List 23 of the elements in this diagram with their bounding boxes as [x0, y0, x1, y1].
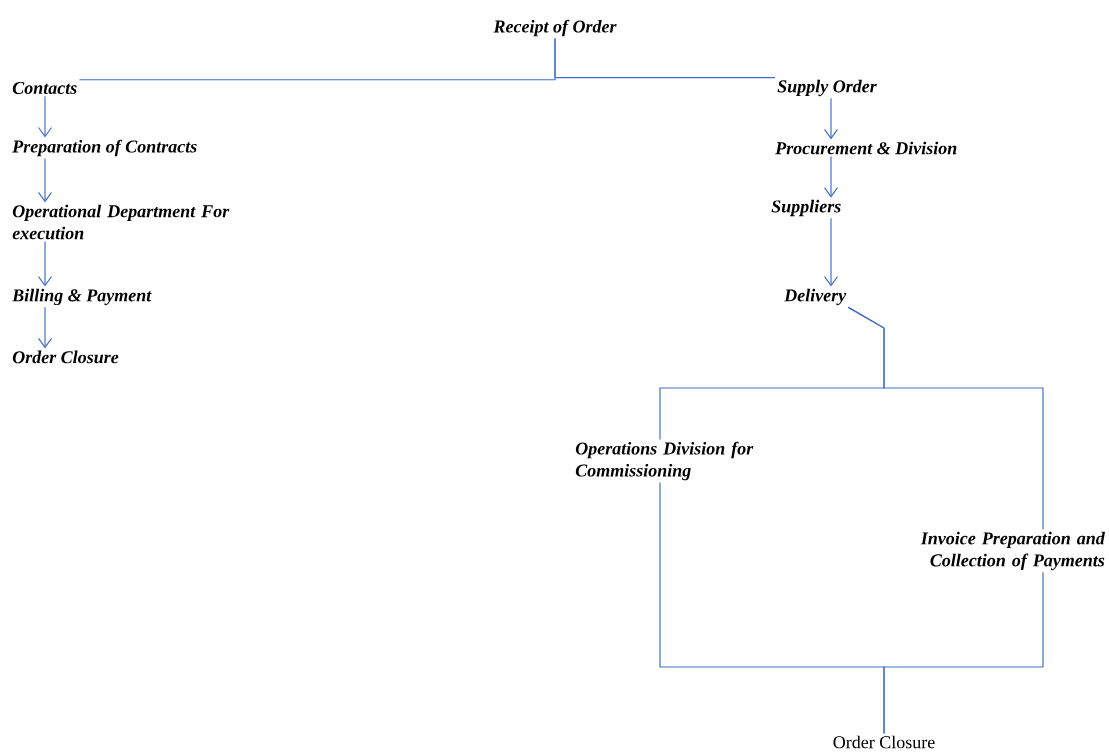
step-label: Billing & Payment: [12, 288, 152, 306]
step-label: Contacts: [12, 81, 77, 95]
step-label: Procurement & Division: [775, 141, 957, 155]
connector-line: [554, 37, 776, 79]
step-label: Operations Division for Commissioning: [575, 441, 754, 481]
step-label: Suppliers: [771, 199, 841, 217]
connector-line: [883, 571, 1044, 735]
step-label: Order Closure: [12, 350, 119, 364]
arrow: [823, 97, 839, 140]
arrow: [823, 217, 839, 287]
step-label: Operational Department For execution: [12, 204, 230, 240]
step-label: Supply Order: [777, 79, 877, 97]
arrow: [37, 95, 53, 138]
step-label: Order Closure: [833, 735, 935, 749]
arrow: [37, 240, 53, 287]
arrow: [823, 155, 839, 198]
arrow: [37, 157, 53, 203]
connector-line: [847, 306, 1044, 531]
step-label: Preparation of Contracts: [12, 139, 197, 157]
step-label: Invoice Preparation and Collection of Payments: [920, 531, 1105, 571]
arrow: [37, 306, 53, 349]
step-label: Receipt of Order: [493, 19, 617, 37]
step-label: Delivery: [784, 288, 847, 306]
